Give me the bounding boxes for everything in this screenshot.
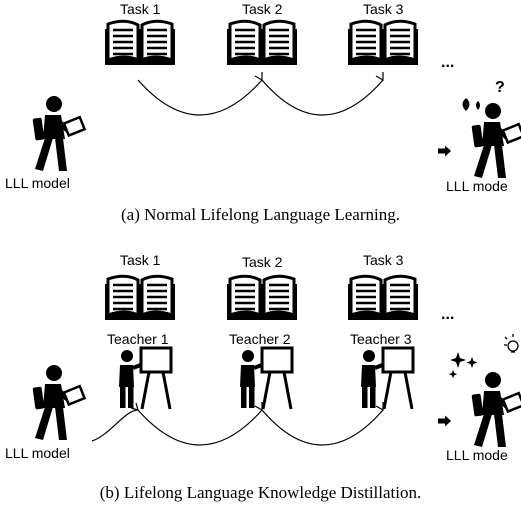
arc-arrow-2: [261, 79, 384, 116]
ellipsis: ...: [441, 54, 455, 71]
teacher-board-icon: [359, 346, 415, 411]
task-label-1: Task 1: [120, 1, 161, 17]
student-walking-icon: [31, 94, 86, 173]
lll-model-start-label: LLL model: [5, 175, 70, 191]
arc-arrow-2: [261, 409, 384, 446]
sweat-drop-icon: [462, 98, 480, 111]
lll-model-end-label: LLL mode: [446, 178, 508, 194]
task-label-2: Task 2: [242, 1, 283, 17]
student-walking-icon: [31, 363, 86, 442]
panel-a-books: [103, 19, 420, 67]
book-icon: [103, 19, 177, 67]
arc-arrow-1: [137, 409, 263, 446]
book-icon: [346, 274, 420, 322]
panel-b-arrows: [91, 402, 384, 446]
book-icon: [346, 19, 420, 67]
teacher-label-1: Teacher 1: [107, 331, 169, 347]
lll-model-start-label: LLL model: [5, 445, 70, 461]
panel-b-books: [103, 274, 420, 322]
arrowhead-2: [375, 402, 384, 412]
task-label-3: Task 3: [363, 252, 404, 268]
arc-arrow-1: [137, 79, 263, 116]
teacher-board-icon: [238, 346, 294, 411]
ellipsis: ...: [441, 306, 455, 323]
teacher-board-icon: [117, 346, 173, 411]
teacher-label-2: Teacher 2: [229, 331, 291, 347]
arrowhead-2: [375, 72, 384, 82]
arrow-right-icon: [438, 415, 451, 427]
arrowhead-1: [254, 72, 263, 82]
arrowhead-1: [254, 402, 263, 412]
student-walking-icon: [470, 101, 521, 180]
teacher-label-3: Teacher 3: [350, 331, 412, 347]
caption-b: (b) Lifelong Language Knowledge Distilla…: [99, 483, 422, 502]
sparkle-icon: [448, 352, 478, 379]
book-icon: [225, 19, 299, 67]
lll-model-end-label: LLL mode: [446, 447, 508, 463]
arc-arrow-0: [91, 409, 139, 442]
panel-b-teachers: [117, 346, 415, 411]
caption-a: (a) Normal Lifelong Language Learning.: [121, 205, 400, 224]
student-walking-icon: [470, 370, 521, 449]
panel-a-arrows: [137, 72, 384, 116]
lightbulb-icon: [504, 334, 519, 353]
book-icon: [103, 274, 177, 322]
question-mark: ?: [495, 79, 505, 96]
task-label-3: Task 3: [363, 1, 404, 17]
task-label-2: Task 2: [242, 254, 283, 270]
arrowhead-0: [130, 402, 139, 411]
arrow-right-icon: [438, 145, 451, 157]
task-label-1: Task 1: [120, 252, 161, 268]
book-icon: [225, 274, 299, 322]
